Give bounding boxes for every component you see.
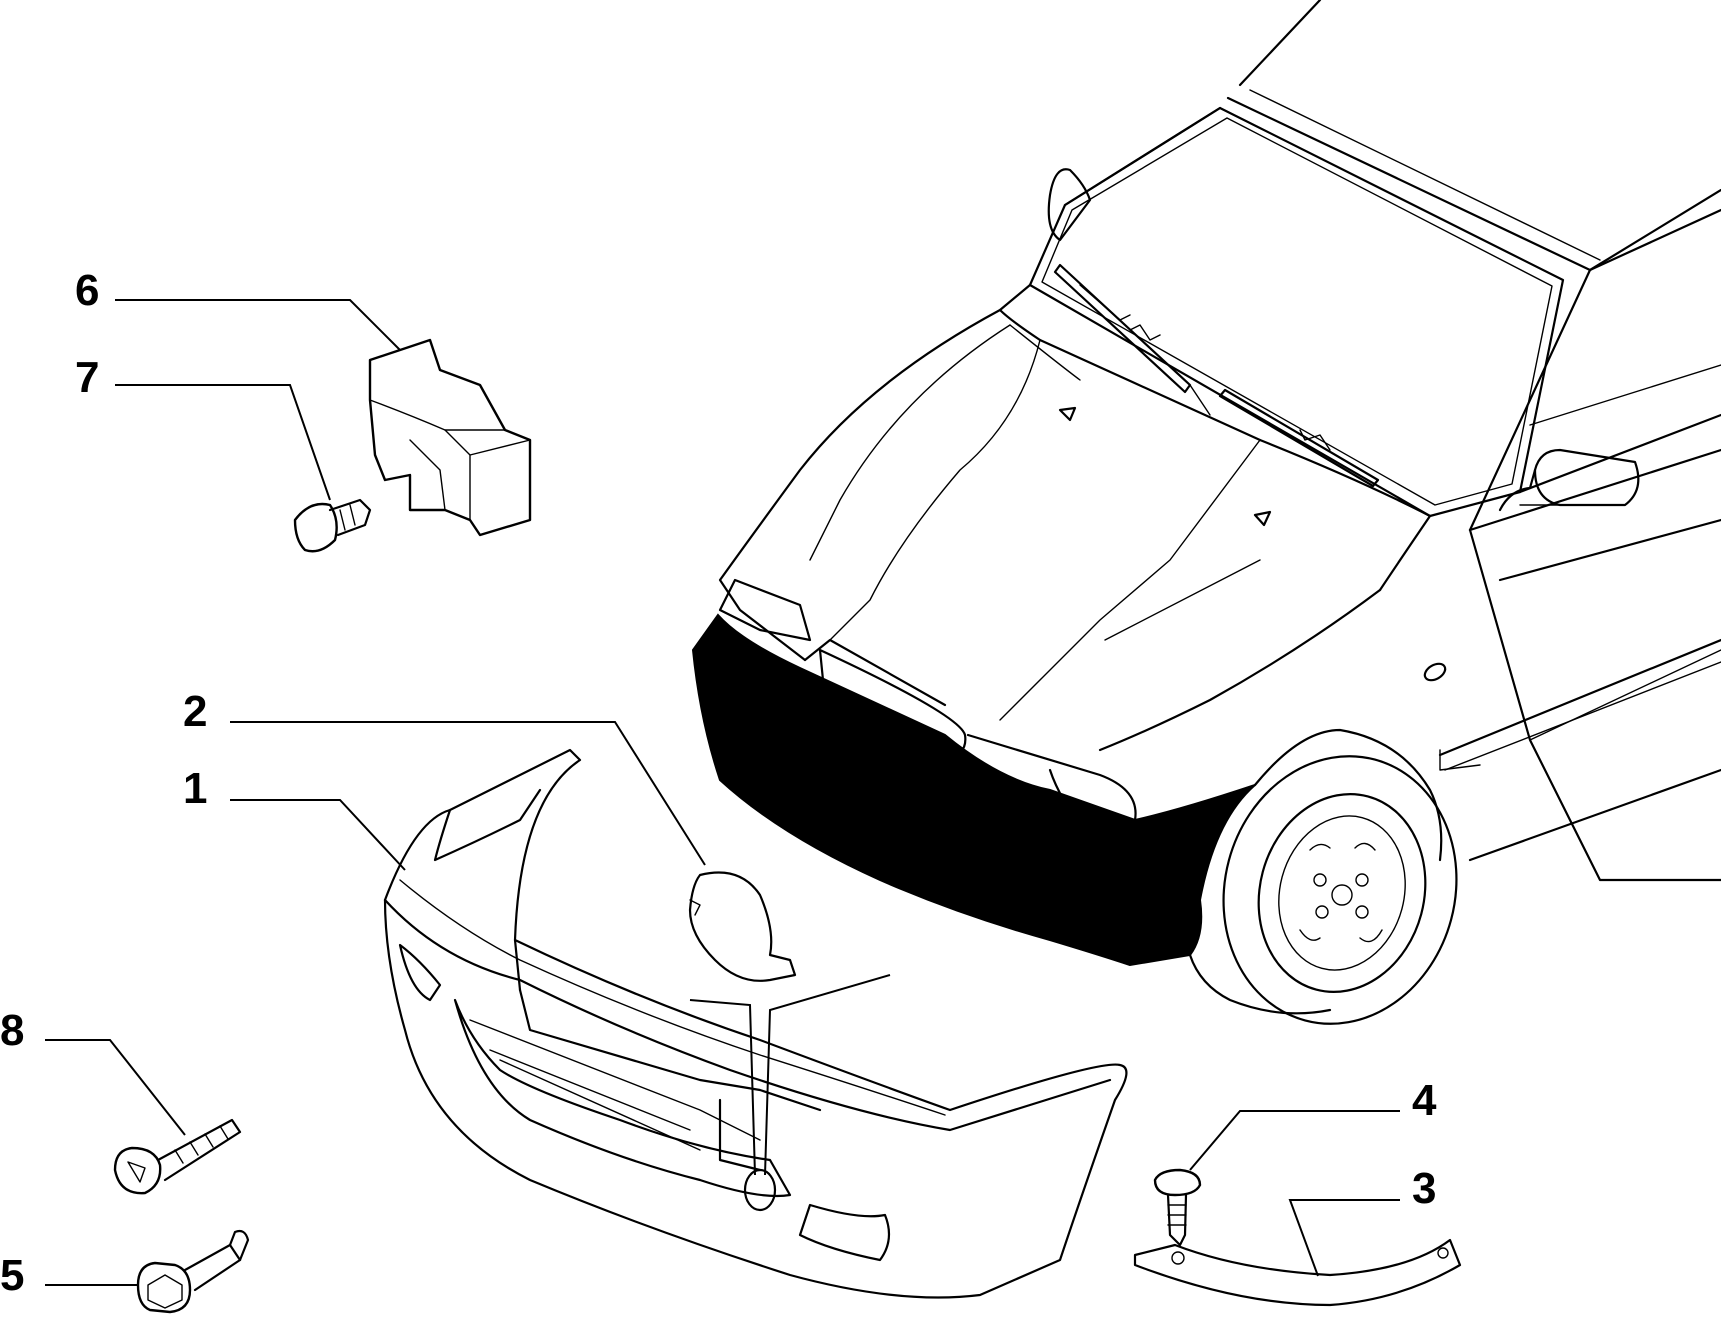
push-rivet-part <box>1153 1168 1202 1247</box>
callout-5: 5 <box>0 1251 24 1300</box>
callout-4: 4 <box>1412 1076 1437 1125</box>
callout-6: 6 <box>75 266 99 315</box>
callout-7: 7 <box>75 353 99 402</box>
front-bumper-mount-area <box>691 613 1256 967</box>
leader-line-6 <box>115 299 401 351</box>
callout-1: 1 <box>183 764 207 813</box>
screw-part <box>113 1118 242 1195</box>
leader-lines <box>45 299 1400 1286</box>
leader-line-2 <box>230 721 706 866</box>
leader-line-4 <box>1189 1110 1400 1171</box>
tow-cover-part <box>688 871 797 982</box>
car-body <box>691 0 1721 1025</box>
callout-2: 2 <box>183 687 207 736</box>
bumper-part <box>383 748 1128 1299</box>
callout-3: 3 <box>1412 1164 1436 1213</box>
buffer-block-part <box>368 338 532 537</box>
trim-clip-part <box>293 498 372 553</box>
callout-8: 8 <box>0 1006 24 1055</box>
leader-line-1 <box>230 799 406 871</box>
callout-numbers: 6 7 2 1 8 5 4 3 <box>0 266 1437 1300</box>
flange-bolt-part <box>136 1229 250 1314</box>
leader-line-7 <box>115 384 331 501</box>
bracket-part <box>1133 1238 1462 1307</box>
leader-line-3 <box>1288 1199 1400 1277</box>
leader-line-8 <box>45 1039 186 1136</box>
